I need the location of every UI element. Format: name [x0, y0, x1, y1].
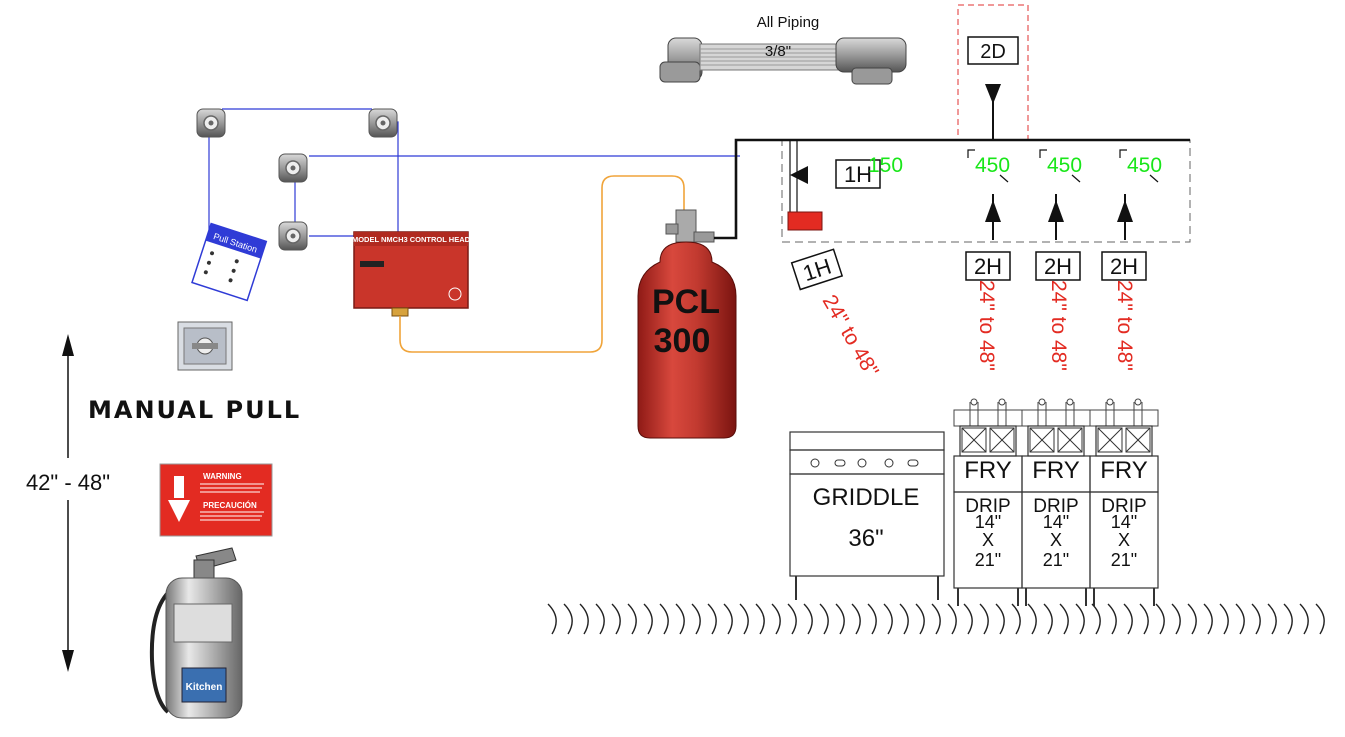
nozzle-2h-box-2 — [1035, 251, 1081, 281]
nozzle-2h-box-3 — [1101, 251, 1147, 281]
manual-pull-label: MANUAL PULL — [88, 396, 301, 424]
warning-title: WARNING — [203, 472, 242, 481]
fryer-1-dim2: 21" — [975, 550, 1001, 570]
fryer-1-x: X — [982, 530, 994, 550]
fryer-3-name: FRY — [1100, 457, 1148, 484]
cylinder-line1: PCL — [652, 283, 720, 321]
warning-title-es: PRECAUCIÓN — [203, 501, 257, 510]
mount-height-dimension — [62, 334, 74, 672]
fryer-2-x: X — [1050, 530, 1062, 550]
mount-height-label: 42" - 48" — [26, 470, 110, 495]
class-k-extinguisher[interactable] — [149, 547, 243, 719]
fryer-2-dim1: 14" — [1043, 512, 1069, 532]
fryer-1-dim1: 14" — [975, 512, 1001, 532]
nozzle-2d-arrow — [985, 84, 1001, 104]
pulley-elbow-1 — [196, 108, 226, 138]
fryer-nozzle-arrows — [985, 194, 1133, 240]
control-head — [353, 231, 469, 317]
fryer-2-drip: DRIP — [1033, 496, 1078, 517]
piping-title: All Piping — [757, 14, 820, 31]
pull-station-tag: Pull Station — [191, 222, 268, 302]
nozzle-1h-box — [835, 159, 881, 189]
floor-hatch — [547, 603, 1325, 635]
extinguisher-label: Kitchen — [186, 682, 223, 693]
nozzle-1h-arrow — [790, 166, 808, 184]
nozzle-1h-label: 1H — [844, 162, 872, 187]
griddle-appliance — [789, 431, 945, 600]
fryer-3-drip: DRIP — [1101, 496, 1146, 517]
warning-sign — [159, 463, 273, 537]
nozzle-drops — [789, 140, 1159, 225]
nozzle-2h-box-1 — [965, 251, 1011, 281]
fryer-2-name: FRY — [1032, 457, 1080, 484]
nozzle-1h-left: 1H — [790, 248, 844, 291]
nozzle-2h-label-3: 2H — [1110, 254, 1138, 279]
fryer-3-x: X — [1118, 530, 1130, 550]
fryer-1-drip: DRIP — [965, 496, 1010, 517]
fryer-2-dim2: 21" — [1043, 550, 1069, 570]
pulley-elbow-2 — [368, 108, 398, 138]
fryer-1-name: FRY — [964, 457, 1012, 484]
agent-distribution-pipe — [714, 138, 1190, 240]
manual-pull-station[interactable] — [177, 321, 233, 371]
height-label-fryer-2: 24" to 48" — [1047, 280, 1070, 371]
flow-value-2: 450 — [975, 154, 1010, 177]
flow-value-3: 450 — [1047, 154, 1082, 177]
flow-value-1: 150 — [868, 154, 903, 177]
actuation-hose — [399, 175, 685, 353]
hood-dashed-outline — [781, 139, 1191, 243]
griddle-name: GRIDDLE — [813, 484, 920, 511]
fryer-3-dim1: 14" — [1111, 512, 1137, 532]
nozzle-2h-label-1: 2H — [974, 254, 1002, 279]
red-detector — [787, 211, 823, 231]
height-label-fryer-3: 24" to 48" — [1113, 280, 1136, 371]
control-head-title: MODEL NMCH3 CONTROL HEAD — [352, 235, 471, 244]
pulley-elbow-4 — [278, 221, 308, 251]
height-label-fryer-1: 24" to 48" — [975, 280, 998, 371]
nozzle-2d-box — [967, 36, 1019, 65]
agent-cylinder — [637, 209, 737, 439]
flow-value-4: 450 — [1127, 154, 1162, 177]
fryer-3-dim2: 21" — [1111, 550, 1137, 570]
griddle-size: 36" — [848, 525, 883, 552]
pulley-elbow-3 — [278, 153, 308, 183]
pipe-illustration — [659, 37, 907, 85]
nozzle-2d-label: 2D — [980, 41, 1006, 63]
piping-size: 3/8" — [765, 43, 791, 60]
floor-line — [547, 603, 1325, 635]
cylinder-line2: 300 — [654, 322, 711, 360]
height-label-1h: 24" to 48" — [818, 291, 883, 381]
nozzle-2h-label-2: 2H — [1044, 254, 1072, 279]
